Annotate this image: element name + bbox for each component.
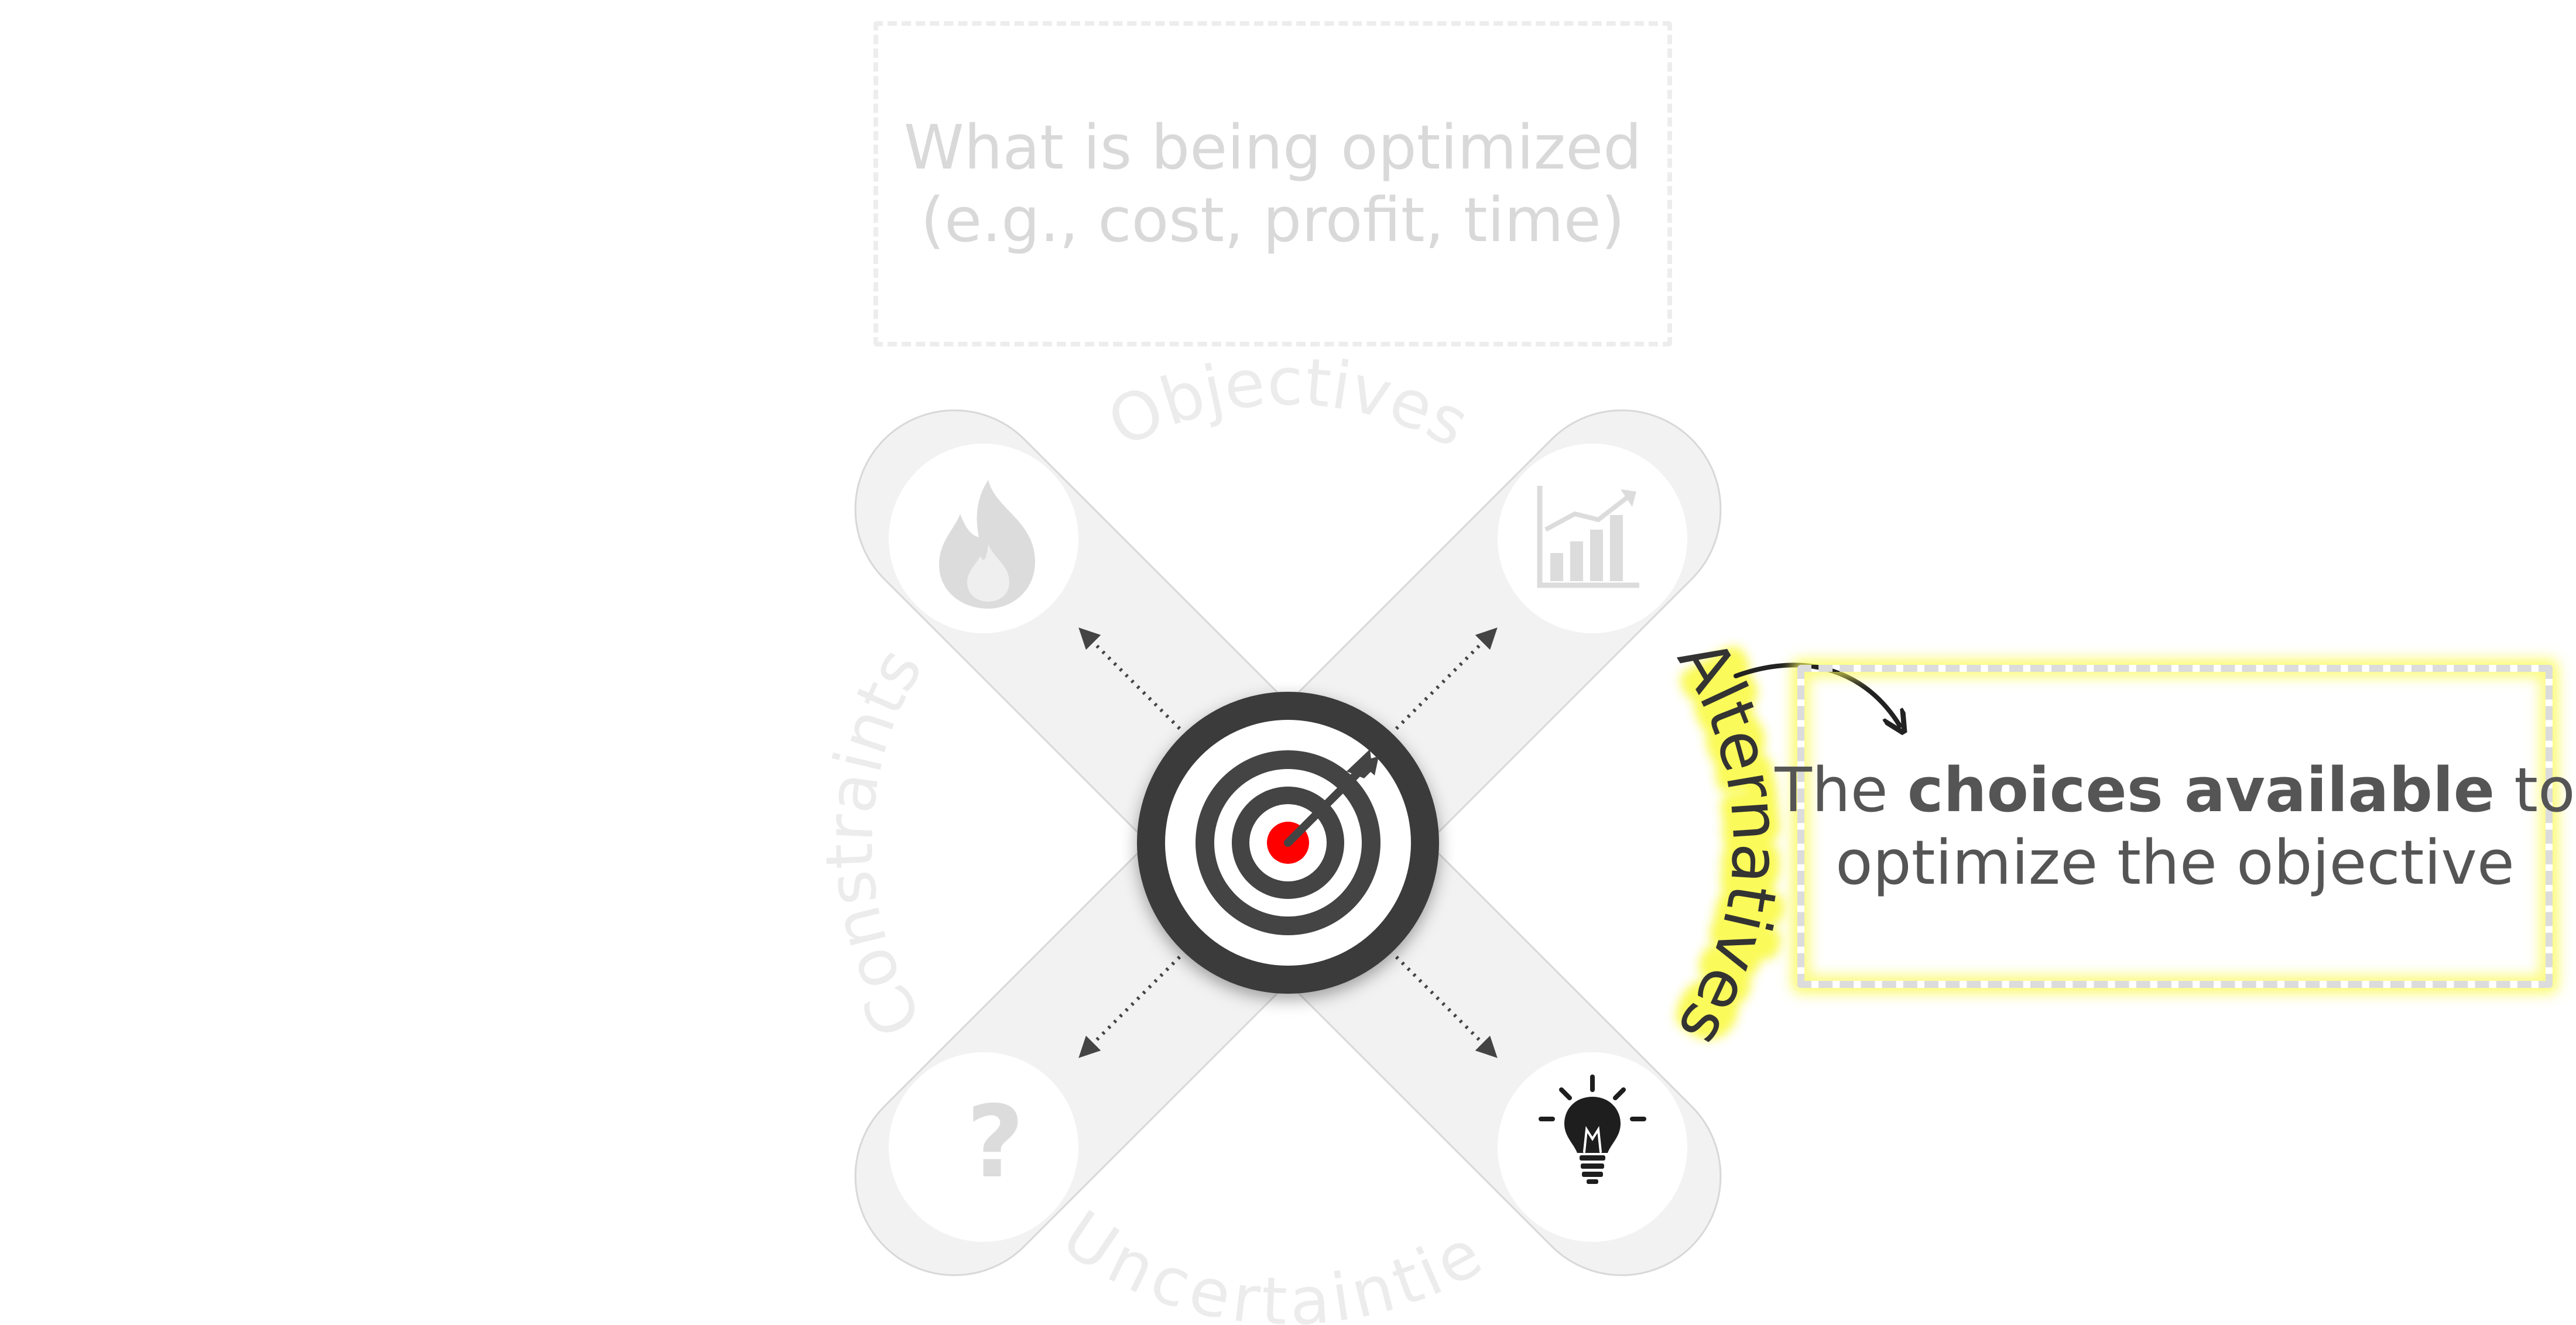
question-mark-icon: ?	[967, 1084, 1025, 1200]
alternatives-text-bold: choices available	[1907, 754, 2495, 826]
lightbulb-icon	[1539, 1075, 1646, 1184]
alternatives-text-pre: The	[1775, 754, 1907, 826]
label-alternatives: Alternatives	[1663, 626, 1794, 1059]
label-objectives: Objectives	[1097, 344, 1481, 462]
alternatives-description-line-1: The choices available to	[1775, 754, 2575, 826]
bar-chart-growth-icon	[1537, 486, 1639, 588]
objective-description-box: What is being optimized (e.g., cost, pro…	[873, 21, 1672, 346]
svg-text:?: ?	[967, 1084, 1025, 1200]
icon-circle-bottom-left	[889, 1052, 1078, 1242]
label-constraints: Constraints	[811, 636, 937, 1049]
arrow-to-bottom-left	[1078, 955, 1181, 1058]
alternatives-description-box: The choices available to optimize the ob…	[1775, 665, 2575, 988]
alternatives-description-line-2: optimize the objective	[1835, 827, 2515, 898]
objective-description-line-2: (e.g., cost, profit, time)	[920, 184, 1625, 256]
objective-description-line-1: What is being optimized	[903, 112, 1642, 183]
alternatives-text-post: to	[2495, 754, 2575, 826]
arrow-to-top-right	[1395, 627, 1498, 730]
arrow-to-top-left	[1078, 627, 1181, 730]
arrow-to-bottom-right	[1395, 955, 1498, 1058]
flame-icon	[939, 480, 1035, 609]
bullseye-target-icon	[1137, 692, 1439, 994]
